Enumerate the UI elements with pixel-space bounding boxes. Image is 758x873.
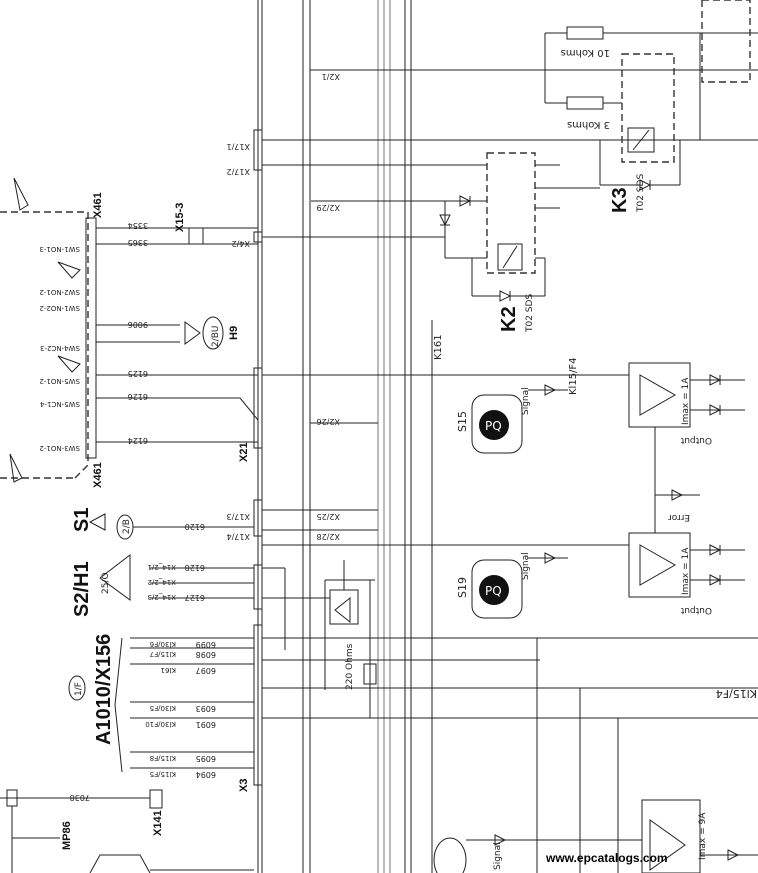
connector-x461-label: X461 <box>92 192 104 218</box>
amplifier-lower <box>262 532 745 598</box>
imax-lower-label: Imax = 1A <box>681 547 691 595</box>
x461-wire-1: 3354 <box>128 221 148 230</box>
x3-wire-5: 6091 <box>196 720 216 729</box>
switch-s1 <box>88 513 254 540</box>
amplifier-bottom <box>433 799 758 873</box>
s2-net-1: X14_2/1 <box>148 563 176 571</box>
h9-label: H9 <box>228 326 240 340</box>
terminal-strip-x2 <box>253 129 263 786</box>
term-x2-1: X2/1 <box>322 72 340 81</box>
relay-k2-area <box>262 152 600 302</box>
output-label-lower: Output <box>680 605 712 615</box>
resistor-10k-label: 10 Kohms <box>561 47 610 58</box>
horizontal-feeds <box>262 422 758 873</box>
s2-wire-1: 6128 <box>185 563 205 572</box>
signal-label-upper: Signal <box>521 387 531 415</box>
x461-pin-1: SW1-NO1-3 <box>39 245 80 253</box>
resistor-220-label: 220 Ohms <box>345 643 355 690</box>
x461-pin-2: SW1-NO2-2 <box>39 304 80 312</box>
x3-wire-4: 6093 <box>196 704 216 713</box>
output-label-upper: Output <box>680 435 712 445</box>
bus-channel <box>257 0 412 873</box>
connector-x15-3-label: X15-3 <box>174 203 186 232</box>
x3-net-6: Kl15/F8 <box>150 754 176 762</box>
connector-a1010 <box>68 637 254 773</box>
watermark: www.epcatalogs.com <box>545 851 668 865</box>
x141-wire: 7038 <box>70 793 90 802</box>
term-x17-3: X17/3 <box>227 512 250 521</box>
x461-wire-4: 6125 <box>128 369 148 378</box>
net-kl15f4-label: Kl15/F4 <box>568 357 579 395</box>
x3-net-3: Kl61 <box>161 666 176 674</box>
net-k161-label: K161 <box>433 334 444 360</box>
error-label: Error <box>668 512 690 522</box>
x3-net-5: Kl30/F10 <box>145 720 176 728</box>
term-x2-25: X2/25 <box>317 512 340 521</box>
x3-net-1: Kl30/F6 <box>149 640 176 648</box>
x461-wire-6: 6124 <box>128 436 148 445</box>
switch-s1-label: S1 <box>71 508 93 532</box>
term-x2-28: X2/28 <box>317 532 340 541</box>
relay-k3-label: K3 <box>609 187 631 213</box>
connector-a1010-code: 1/F <box>74 682 84 696</box>
s1-wire: 6120 <box>185 522 205 531</box>
connector-a1010-label: A1010/X156 <box>93 634 115 745</box>
resistor-3k-label: 3 Kohms <box>567 119 610 130</box>
s2-wire-2: 6127 <box>185 593 205 602</box>
x461-pin-6: SW5-NC1-4 <box>40 400 80 408</box>
connector-x21-label: X21 <box>238 442 250 462</box>
connector-x461 <box>0 177 259 483</box>
term-x17-1: X17/1 <box>227 142 250 151</box>
imax-upper-label: Imax = 1A <box>681 377 691 425</box>
term-x2-29: X2/29 <box>317 203 340 212</box>
switch-s2h1-label: S2/H1 <box>71 561 93 617</box>
x3-wire-3: 6097 <box>196 666 216 675</box>
net-kl15f4-bottom-label: Kl15/F4 <box>716 687 757 700</box>
x3-net-7: Kl15/F5 <box>150 770 176 778</box>
x461-pin-4: SW4-NC2-3 <box>40 344 80 352</box>
term-x17-4: X17/4 <box>227 532 250 541</box>
relay-k3-sds: T02 SDS <box>636 174 646 213</box>
sensor-s15: PQ <box>471 394 523 454</box>
x461-wire-5: 6126 <box>128 392 148 401</box>
h9-code: 2/BU <box>211 325 221 347</box>
x461-pin-7: SW3-NO1-2 <box>39 444 80 452</box>
term-x17-2: X17/2 <box>227 167 250 176</box>
imax-bottom-label: Imax = 9A <box>698 812 708 860</box>
sensor-s19-label: S19 <box>456 577 469 598</box>
signal-label-lower: Signal <box>521 552 531 580</box>
relay-k3-area <box>262 0 758 191</box>
amplifier-upper <box>262 362 745 533</box>
x3-net-2: Kl15/F7 <box>150 650 176 658</box>
relay-k2-sds: T02 SDS <box>525 294 535 333</box>
connector-x141-label: X141 <box>152 810 164 836</box>
switch-s2h1-code: 25/O <box>101 572 111 594</box>
x461-wire-3: 9006 <box>128 320 148 329</box>
term-x2-26: X2/26 <box>317 417 340 426</box>
mp86-label: MP86 <box>61 821 73 850</box>
x3-wire-1: 6099 <box>196 640 216 649</box>
s2-net-3: X14_2/3 <box>148 593 176 601</box>
svg-text:PQ: PQ <box>485 419 502 433</box>
sensor-s19: PQ <box>471 559 523 619</box>
connector-x3-label: X3 <box>238 779 250 792</box>
x461-pin-5: SW5-NO1-2 <box>39 377 80 385</box>
svg-text:PQ: PQ <box>485 584 502 598</box>
s2-net-2: X14_2/2 <box>148 578 176 586</box>
x3-wire-2: 6098 <box>196 650 216 659</box>
x3-wire-7: 6094 <box>196 770 216 779</box>
x3-net-4: Kl30/F5 <box>150 704 176 712</box>
switch-s2h1 <box>99 553 377 718</box>
relay-k2-label: K2 <box>498 306 520 332</box>
x3-wire-6: 6095 <box>196 754 216 763</box>
signal-label-bottom: Signal <box>493 842 503 870</box>
connector-x461-label-bottom: X461 <box>92 462 104 488</box>
switch-s1-code: 2/B <box>122 519 132 534</box>
x461-pin-3: SW2-NO1-2 <box>39 288 80 296</box>
connector-x141-area <box>0 789 254 873</box>
sensor-s15-label: S15 <box>456 411 469 432</box>
x461-wire-2: 3365 <box>128 238 148 247</box>
